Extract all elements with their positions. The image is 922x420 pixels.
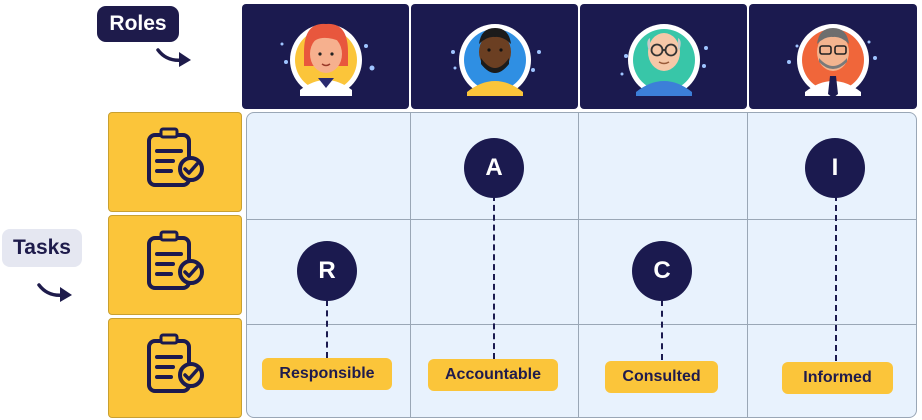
avatar-man-glasses-bald-icon: [620, 24, 708, 96]
tasks-arrow-icon: [37, 283, 72, 302]
connector-line: [326, 300, 328, 358]
connector-line: [661, 300, 663, 360]
task-card-2: [108, 215, 242, 315]
role-card-2: [411, 4, 578, 109]
tasks-label: Tasks: [2, 229, 82, 267]
assignment-circle-r: R: [297, 241, 357, 301]
task-checklist-icon: [147, 333, 204, 393]
consulted-tag: Consulted: [605, 361, 718, 393]
task-card-1: [108, 112, 242, 212]
roles-label: Roles: [97, 6, 179, 42]
informed-tag: Informed: [782, 362, 893, 394]
avatar-man-beard-icon: [451, 24, 541, 96]
role-card-3: [580, 4, 747, 109]
accountable-tag: Accountable: [428, 359, 558, 391]
assignment-circle-a: A: [464, 138, 524, 198]
connector-line: [835, 195, 837, 361]
task-checklist-icon: [147, 127, 204, 187]
responsible-tag: Responsible: [262, 358, 392, 390]
assignment-circle-i: I: [805, 138, 865, 198]
avatar-woman-red-hair-icon: [280, 23, 375, 96]
grid-cell: [747, 219, 917, 325]
task-checklist-icon: [147, 230, 204, 290]
avatar-man-tie-icon: [787, 24, 877, 98]
task-card-3: [108, 318, 242, 418]
roles-arrow-icon: [156, 48, 191, 67]
connector-line: [493, 195, 495, 359]
role-card-1: [242, 4, 409, 109]
grid-cell: [578, 112, 748, 220]
role-card-4: [749, 4, 917, 109]
assignment-circle-c: C: [632, 241, 692, 301]
grid-cell: [246, 112, 411, 220]
